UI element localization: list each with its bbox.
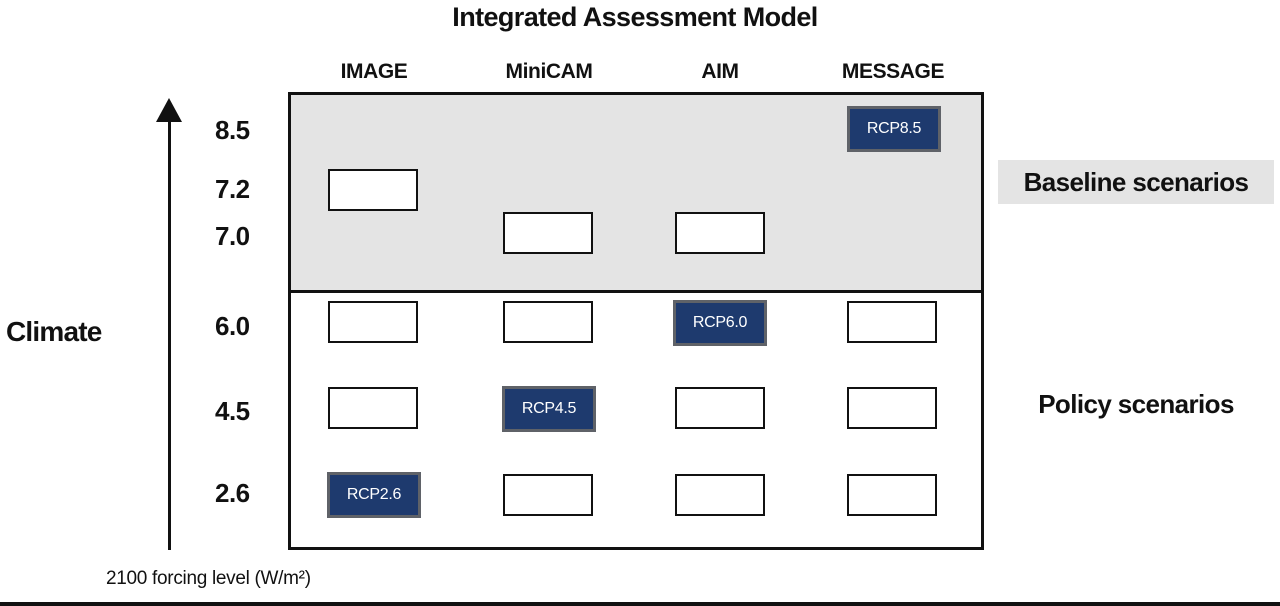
- rcp-4-5-box: RCP4.5: [502, 386, 596, 432]
- rcp-2-6-box: RCP2.6: [327, 472, 421, 518]
- cell-message-6-0: [847, 301, 937, 343]
- policy-scenarios-label: Policy scenarios: [1038, 388, 1234, 419]
- model-label-minicam: MiniCAM: [505, 60, 593, 83]
- cell-aim-4-5: [675, 387, 765, 429]
- model-label-image: IMAGE: [340, 60, 408, 83]
- axis-line: [168, 118, 171, 550]
- cell-aim-7-0: [675, 212, 765, 254]
- level-label-6-0: 6.0: [215, 311, 250, 341]
- level-label-2-6: 2.6: [215, 478, 250, 508]
- rcp-6-0-box: RCP6.0: [673, 300, 767, 346]
- forcing-level-caption: 2100 forcing level (W/m²): [106, 568, 311, 589]
- cell-message-4-5: [847, 387, 937, 429]
- cell-aim-2-6: [675, 474, 765, 516]
- rcp-8-5-box: RCP8.5: [847, 106, 941, 152]
- bottom-divider: [0, 602, 1280, 606]
- cell-image-4-5: [328, 387, 418, 429]
- cell-minicam-6-0: [503, 301, 593, 343]
- model-label-message: MESSAGE: [841, 60, 945, 83]
- climate-label: Climate: [6, 316, 102, 347]
- model-label-aim: AIM: [701, 60, 739, 83]
- cell-minicam-2-6: [503, 474, 593, 516]
- baseline-scenarios-label: Baseline scenarios: [998, 160, 1274, 204]
- cell-message-2-6: [847, 474, 937, 516]
- level-label-7-0: 7.0: [215, 221, 250, 251]
- level-label-8-5: 8.5: [215, 115, 250, 145]
- cell-image-6-0: [328, 301, 418, 343]
- level-label-7-2: 7.2: [215, 174, 250, 204]
- level-label-4-5: 4.5: [215, 396, 250, 426]
- diagram-title: Integrated Assessment Model: [452, 2, 818, 32]
- cell-minicam-7-0: [503, 212, 593, 254]
- arrow-up-icon: [156, 98, 182, 122]
- cell-image-7-2: [328, 169, 418, 211]
